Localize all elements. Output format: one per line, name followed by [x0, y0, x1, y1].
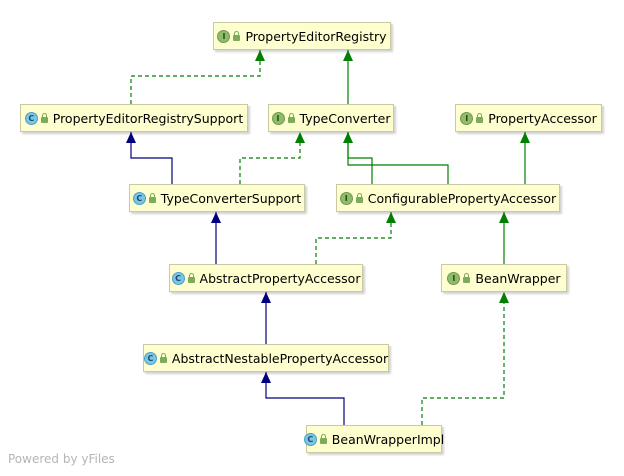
edge-arrowhead: [386, 212, 396, 223]
node-type-converter[interactable]: I TypeConverter: [268, 104, 394, 132]
edge-arrowhead: [520, 132, 530, 143]
node-label: BeanWrapperImpl: [331, 431, 445, 447]
node-property-editor-registry[interactable]: I PropertyEditorRegistry: [213, 22, 391, 50]
edge-arrowhead: [343, 132, 353, 143]
node-bean-wrapper[interactable]: I BeanWrapper: [441, 264, 567, 292]
node-type-converter-support[interactable]: C TypeConverterSupport: [129, 184, 305, 212]
lock-icon: [476, 112, 484, 123]
edge-arrowhead: [499, 212, 509, 223]
node-configurable-property-accessor[interactable]: I ConfigurablePropertyAccessor: [336, 184, 560, 212]
edge-arrowhead: [261, 292, 271, 303]
class-icon: C: [132, 191, 146, 205]
edge-arrowhead: [126, 132, 136, 143]
edge-line: [265, 372, 345, 425]
edge-line: [347, 132, 373, 184]
edge-arrowhead: [261, 372, 271, 383]
class-icon: C: [143, 351, 157, 365]
edge-arrowhead: [499, 292, 509, 303]
edge-line: [130, 50, 261, 104]
node-label: AbstractNestablePropertyAccessor: [171, 350, 389, 366]
lock-icon: [187, 272, 195, 283]
lock-icon: [148, 192, 156, 203]
node-label: PropertyAccessor: [488, 110, 597, 126]
node-label: TypeConverterSupport: [160, 190, 302, 206]
edge-arrowhead: [255, 50, 265, 61]
node-bean-wrapper-impl[interactable]: C BeanWrapperImpl: [303, 425, 445, 453]
class-icon: C: [171, 271, 185, 285]
edge-line: [130, 132, 173, 184]
node-label: BeanWrapper: [475, 270, 561, 286]
edge-line: [421, 292, 505, 425]
interface-icon: I: [339, 191, 353, 205]
node-property-accessor[interactable]: I PropertyAccessor: [455, 104, 602, 132]
node-label: ConfigurablePropertyAccessor: [367, 190, 557, 206]
edge-arrowhead: [343, 50, 353, 61]
node-label: TypeConverter: [299, 110, 391, 126]
class-icon: C: [24, 111, 38, 125]
node-abstract-property-accessor[interactable]: C AbstractPropertyAccessor: [169, 264, 363, 292]
edge-line: [239, 132, 301, 184]
node-abstract-nestable-property-accessor[interactable]: C AbstractNestablePropertyAccessor: [143, 344, 389, 372]
powered-by-footer: Powered by yFiles: [8, 452, 115, 466]
lock-icon: [287, 112, 295, 123]
node-label: PropertyEditorRegistrySupport: [52, 110, 244, 126]
lock-icon: [233, 30, 241, 41]
lock-icon: [40, 112, 48, 123]
interface-icon: I: [460, 111, 474, 125]
interface-icon: I: [217, 29, 231, 43]
interface-icon: I: [447, 271, 461, 285]
edge-arrowhead: [295, 132, 305, 143]
node-property-editor-registry-support[interactable]: C PropertyEditorRegistrySupport: [20, 104, 248, 132]
interface-icon: I: [271, 111, 285, 125]
class-icon: C: [303, 432, 317, 446]
edge-line: [315, 212, 392, 264]
lock-icon: [463, 272, 471, 283]
lock-icon: [319, 433, 327, 444]
node-label: AbstractPropertyAccessor: [199, 270, 361, 286]
edge-arrowhead: [211, 212, 221, 223]
node-label: PropertyEditorRegistry: [245, 28, 387, 44]
lock-icon: [159, 352, 167, 363]
lock-icon: [355, 192, 363, 203]
